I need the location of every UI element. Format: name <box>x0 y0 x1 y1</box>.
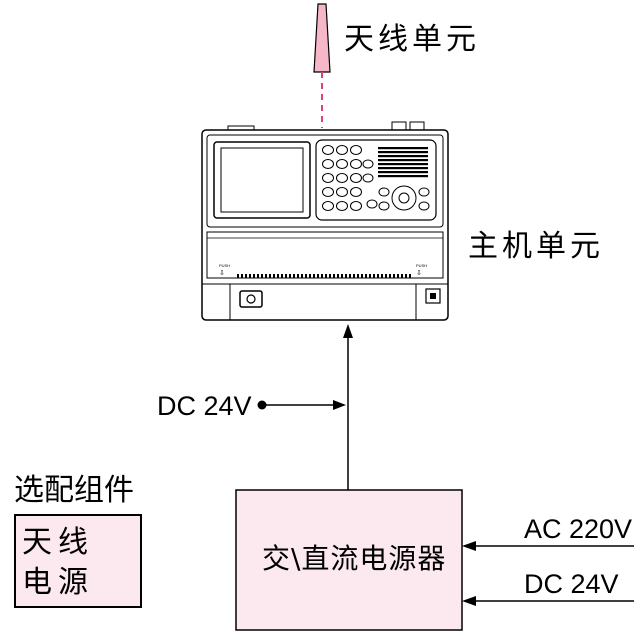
terminal-pin <box>305 274 307 278</box>
dc-input-arrowhead <box>333 400 346 410</box>
keypad-key <box>418 201 430 211</box>
ac-input-arrowhead <box>462 541 476 551</box>
push-label-left: PUSH <box>219 263 230 268</box>
svg-text:⇩: ⇩ <box>219 269 225 277</box>
grille-slot <box>378 147 428 150</box>
terminal-pin <box>341 274 343 278</box>
terminal-pin <box>293 274 295 278</box>
terminal-pin <box>397 274 399 278</box>
grille-slot <box>378 175 428 178</box>
keypad-key <box>350 173 362 183</box>
terminal-pin <box>253 274 255 278</box>
terminal-pin <box>365 274 367 278</box>
optional-power-label: 电源 <box>22 565 94 600</box>
host-device: PUSH ⇩ PUSH ⇩ <box>201 121 449 321</box>
terminal-pin <box>317 274 319 278</box>
supply-to-host-arrowhead <box>343 324 353 338</box>
dc-24v-input-label: DC 24V <box>157 391 252 421</box>
power-supply-label: 交\直流电源器 <box>262 542 447 575</box>
terminal-pin <box>241 274 243 278</box>
keypad-key <box>362 173 374 183</box>
keypad-key <box>418 187 430 197</box>
optional-components-title: 选配组件 <box>14 473 134 508</box>
keypad-key <box>322 173 334 183</box>
terminal-pin <box>265 274 267 278</box>
terminal-pin <box>409 274 411 278</box>
host-unit-label: 主机单元 <box>468 229 604 264</box>
terminal-pin <box>369 274 371 278</box>
antenna-unit-label: 天线单元 <box>344 22 480 57</box>
terminal-pin <box>269 274 271 278</box>
terminal-pin <box>285 274 287 278</box>
grille-slot <box>378 163 428 166</box>
terminal-pin <box>361 274 363 278</box>
keypad-key <box>336 145 348 155</box>
terminal-pin <box>273 274 275 278</box>
power-supply-box <box>235 489 463 631</box>
dc-bottom-input-arrowhead <box>462 596 476 606</box>
grille-slot <box>378 151 428 154</box>
grille-slot <box>378 171 428 174</box>
terminal-pin <box>381 274 383 278</box>
keypad-key <box>322 187 334 197</box>
keypad-key <box>350 201 362 211</box>
grille-slot <box>378 155 428 158</box>
keypad-key <box>336 201 348 211</box>
keypad-key <box>350 159 362 169</box>
keypad-key <box>362 159 374 169</box>
speaker-grille <box>378 147 428 178</box>
terminal-pin <box>333 274 335 278</box>
terminal-pin <box>385 274 387 278</box>
terminal-pin <box>377 274 379 278</box>
terminal-pin <box>237 274 239 278</box>
terminal-pin <box>261 274 263 278</box>
terminal-pin <box>353 274 355 278</box>
terminal-pin <box>281 274 283 278</box>
keypad-key <box>350 145 362 155</box>
grille-slot <box>378 167 428 170</box>
grille-slot <box>378 159 428 162</box>
terminal-pin <box>389 274 391 278</box>
optional-antenna-label: 天线 <box>22 525 94 560</box>
keypad-key <box>366 199 378 209</box>
keypad-key <box>378 187 390 197</box>
dc-24v-bottom-label: DC 24V <box>524 569 619 599</box>
terminal-pin <box>309 274 311 278</box>
keypad-key <box>322 201 334 211</box>
terminal-pin <box>357 274 359 278</box>
terminal-pin <box>329 274 331 278</box>
keypad-key <box>336 159 348 169</box>
keypad-key <box>350 187 362 197</box>
terminal-pin <box>401 274 403 278</box>
terminal-pin <box>393 274 395 278</box>
terminal-pin <box>289 274 291 278</box>
ac-220v-label: AC 220V <box>524 514 633 544</box>
terminal-pin <box>313 274 315 278</box>
push-label-right: PUSH <box>416 263 427 268</box>
terminal-pin <box>297 274 299 278</box>
terminal-pin <box>349 274 351 278</box>
terminal-pin <box>337 274 339 278</box>
terminal-pin <box>245 274 247 278</box>
terminal-pin <box>301 274 303 278</box>
terminal-pin <box>325 274 327 278</box>
svg-text:⇩: ⇩ <box>416 269 422 277</box>
terminal-pin <box>277 274 279 278</box>
optional-components-box <box>14 514 142 608</box>
terminal-pin <box>345 274 347 278</box>
terminal-pin <box>405 274 407 278</box>
keypad-key <box>378 201 390 211</box>
terminal-pin <box>257 274 259 278</box>
keypad-key <box>336 173 348 183</box>
antenna-icon <box>313 3 331 73</box>
keypad-key <box>322 145 334 155</box>
keypad-key <box>322 159 334 169</box>
keypad-key <box>336 187 348 197</box>
terminal-pin <box>249 274 251 278</box>
terminal-pin <box>373 274 375 278</box>
terminal-pin <box>321 274 323 278</box>
